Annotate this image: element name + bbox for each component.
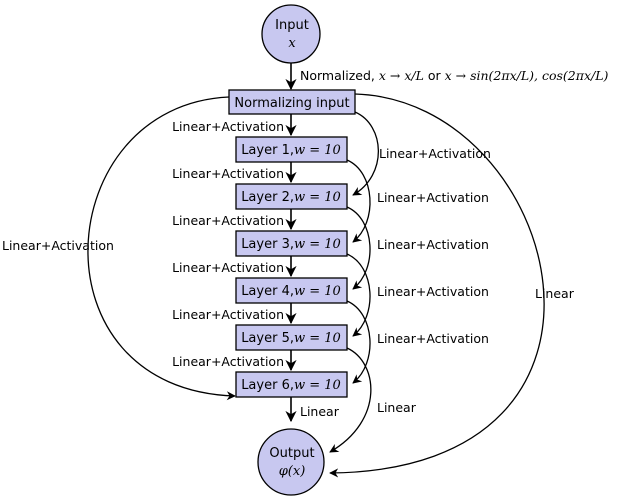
svg-text:Layer 3,w = 10: Layer 3,w = 10 (241, 237, 341, 252)
edge-label-left-curve: Linear+Activation (2, 238, 114, 253)
output-expression: φ(x) (279, 464, 306, 479)
edge-label-main-5: Linear+Activation (172, 307, 284, 322)
svg-text:Layer 4,w = 10: Layer 4,w = 10 (241, 284, 341, 299)
layer-6-label: Layer 6, (241, 378, 294, 393)
output-title: Output (269, 446, 314, 461)
layer-box-6: Layer 6,w = 10 (235, 371, 348, 398)
svg-text:Layer 1,w = 10: Layer 1,w = 10 (241, 143, 341, 158)
normalize-box-label: Normalizing input (234, 96, 349, 111)
edge-label-skip-output: Linear (377, 400, 417, 415)
skip-layer1-to-layer3 (346, 159, 371, 243)
layer-box-2: Layer 2,w = 10 (235, 183, 348, 210)
edge-label-skip-3: Linear+Activation (377, 237, 489, 252)
edge-label-right-curve: Linear (535, 286, 575, 301)
skip-layer5-to-output (329, 347, 372, 453)
normalize-edge-label: Normalized, x → x/L or x → sin(2πx/L), c… (300, 68, 609, 83)
svg-text:Layer 2,w = 10: Layer 2,w = 10 (241, 190, 341, 205)
layer-6-width: w = 10 (294, 378, 341, 393)
layer-4-width: w = 10 (294, 284, 341, 299)
edge-label-main-2: Linear+Activation (172, 166, 284, 181)
layer-5-label: Layer 5, (241, 331, 294, 346)
layer-2-width: w = 10 (294, 190, 341, 205)
skip-layer3-to-layer5 (346, 253, 371, 337)
layer-3-width: w = 10 (294, 237, 341, 252)
normalize-box: Normalizing input (228, 89, 356, 115)
layer-box-1: Layer 1,w = 10 (235, 136, 348, 163)
edge-label-skip-1: Linear+Activation (379, 146, 491, 161)
layer-box-5: Layer 5,w = 10 (235, 324, 348, 351)
output-node: Output φ(x) (257, 428, 325, 496)
svg-text:Layer 5,w = 10: Layer 5,w = 10 (241, 331, 341, 346)
skip-layer4-to-layer6 (346, 300, 371, 384)
edge-label-main-1: Linear+Activation (172, 119, 284, 134)
layer-box-3: Layer 3,w = 10 (235, 230, 348, 257)
edge-label-skip-5: Linear+Activation (377, 331, 489, 346)
layer-1-label: Layer 1, (241, 143, 294, 158)
edge-label-skip-2: Linear+Activation (377, 190, 489, 205)
skip-layer2-to-layer4 (346, 206, 371, 290)
layer-3-label: Layer 3, (241, 237, 294, 252)
skip-normalize-to-layer2 (352, 111, 380, 196)
layer-4-label: Layer 4, (241, 284, 294, 299)
skip-normalize-to-layer6 (87, 96, 236, 401)
input-variable: x (288, 36, 296, 51)
skip-normalize-to-output (329, 93, 545, 478)
layer-box-4: Layer 4,w = 10 (235, 277, 348, 304)
layer-1-width: w = 10 (294, 143, 341, 158)
edge-label-skip-4: Linear+Activation (377, 284, 489, 299)
edge-label-main-6: Linear+Activation (172, 354, 284, 369)
layer-5-width: w = 10 (294, 331, 341, 346)
svg-text:Layer 6,w = 10: Layer 6,w = 10 (241, 378, 341, 393)
layer-2-label: Layer 2, (241, 190, 294, 205)
edge-label-main-4: Linear+Activation (172, 260, 284, 275)
input-title: Input (275, 18, 309, 33)
input-node: Input x (261, 4, 321, 64)
edge-label-main-output: Linear (300, 404, 340, 419)
edge-label-main-3: Linear+Activation (172, 213, 284, 228)
